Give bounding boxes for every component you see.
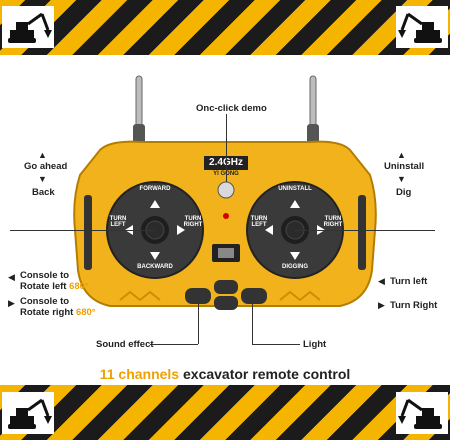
right-arrow-icon: ▶ xyxy=(8,298,15,308)
console-rotate-left-line2: Rotate left 680° xyxy=(20,281,89,292)
turn-right-label: Turn Right xyxy=(390,300,438,311)
left-arrow-icon-right: ◀ xyxy=(378,276,385,286)
title-rest: excavator remote control xyxy=(179,366,351,382)
brand-label: YI GONG xyxy=(213,171,239,177)
console-rotate-left-line1: Console to xyxy=(20,270,70,281)
dig-label: Dig xyxy=(396,187,412,198)
title-highlight: 11 channels xyxy=(99,366,180,382)
turn-left-label: Turn left xyxy=(390,276,428,287)
one-click-demo-label: Onc-click demo xyxy=(196,103,267,114)
left-stick-right-label: TURN RIGHT xyxy=(183,216,203,228)
rotate-right-degrees: 680° xyxy=(75,307,96,318)
light-label: Light xyxy=(303,339,327,350)
left-arrow-icon: ◀ xyxy=(8,272,15,282)
up-arrow-icon: ▲ xyxy=(38,150,47,160)
down-arrow-icon-right: ▼ xyxy=(397,174,406,184)
callout-line-light-h xyxy=(252,344,300,345)
down-arrow-icon: ▼ xyxy=(38,174,47,184)
bottom-hazard-stripes xyxy=(0,385,450,440)
callout-line-left xyxy=(10,230,155,231)
left-stick-bottom-label: BACKWARD xyxy=(137,264,173,270)
sound-effect-label: Sound effect xyxy=(96,339,154,350)
left-stick-left-label: TURN LEFT xyxy=(109,216,127,228)
right-stick-top-label: UNINSTALL xyxy=(278,186,312,192)
callout-line-right xyxy=(295,230,435,231)
excavator-icon-top-right xyxy=(396,6,448,48)
right-arrow-icon-right: ▶ xyxy=(378,300,385,310)
rotate-left-degrees: 680° xyxy=(69,281,89,292)
callout-line-light xyxy=(252,304,253,344)
right-stick-right-label: TURN RIGHT xyxy=(323,216,343,228)
console-rotate-right-line2: Rotate right 680° xyxy=(20,307,96,318)
callout-line-demo xyxy=(226,114,227,182)
page-title: 11 channels excavator remote control xyxy=(0,366,450,382)
uninstall-label: Uninstall xyxy=(384,161,425,172)
excavator-icon-bottom-right xyxy=(396,392,448,434)
excavator-icon-top-left xyxy=(2,6,54,48)
callout-line-sound xyxy=(198,304,199,344)
right-stick-bottom-label: DIGGING xyxy=(281,264,308,270)
go-ahead-label: Go ahead xyxy=(24,161,68,172)
back-label: Back xyxy=(32,187,55,198)
right-stick-left-label: TURN LEFT xyxy=(250,216,268,228)
left-stick-top-label: FORWARD xyxy=(139,186,171,192)
console-rotate-right-line1: Console to xyxy=(20,296,70,307)
top-hazard-stripes xyxy=(0,0,450,55)
up-arrow-icon-right: ▲ xyxy=(397,150,406,160)
callout-line-sound-h xyxy=(150,344,198,345)
excavator-icon-bottom-left xyxy=(2,392,54,434)
